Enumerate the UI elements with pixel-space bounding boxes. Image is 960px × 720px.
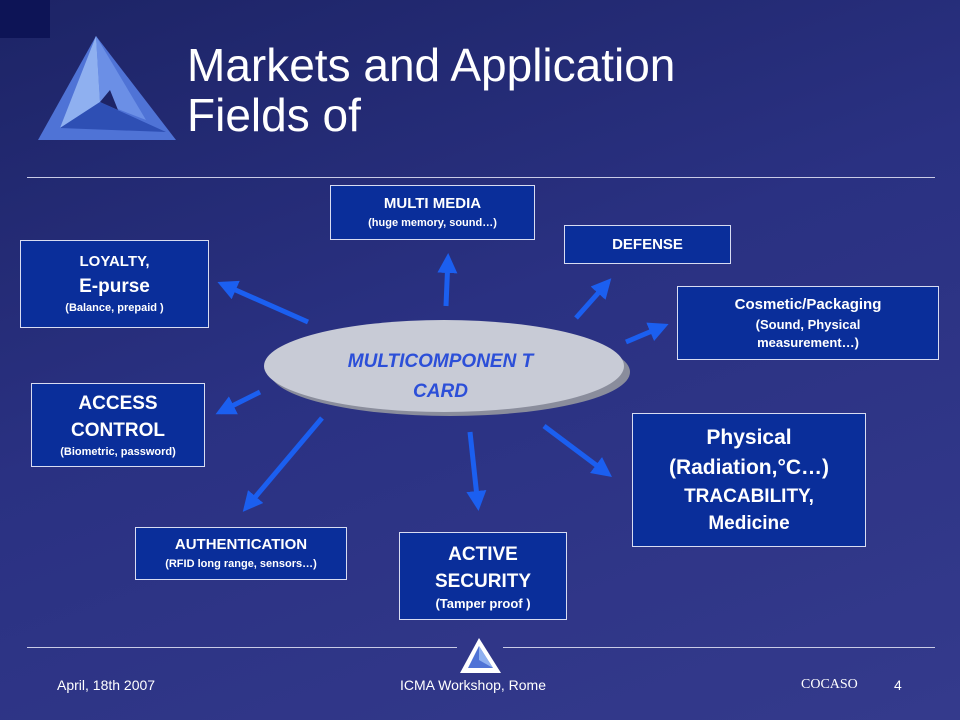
page-title: Markets and Application Fields of (187, 40, 675, 140)
active-security-line-1: ACTIVE (448, 543, 518, 565)
arrow-to-authentication (242, 416, 324, 512)
box-physical: Physical (Radiation,°C…) TRACABILITY, Me… (632, 413, 866, 547)
access-line-2: CONTROL (71, 419, 165, 441)
defense-title: DEFENSE (612, 235, 683, 253)
triangle-logo-icon (38, 36, 176, 140)
arrow-to-active-security (466, 431, 487, 511)
box-access-control: ACCESS CONTROL (Biometric, password) (31, 383, 205, 467)
box-authentication: AUTHENTICATION (RFID long range, sensors… (135, 527, 347, 580)
access-line-1: ACCESS (78, 392, 158, 414)
cosmetic-subtitle-2: measurement…) (757, 335, 859, 350)
footer-event: ICMA Workshop, Rome (400, 677, 547, 693)
physical-line-2: (Radiation,°C…) (668, 456, 830, 479)
box-loyalty: LOYALTY, E-purse (Balance, prepaid ) (20, 240, 209, 328)
authentication-subtitle: (RFID long range, sensors…) (165, 558, 317, 570)
box-defense: DEFENSE (564, 225, 731, 264)
card-line-2: T CARD (413, 351, 534, 402)
loyalty-line-2: E-purse (79, 276, 150, 297)
footer-date: April, 18th 2007 (57, 677, 156, 693)
footer-triangle-logo-icon (460, 638, 501, 673)
arrow-to-physical (542, 424, 612, 477)
active-security-subtitle: (Tamper proof ) (435, 595, 531, 611)
physical-line-3: TRACABILITY, (684, 486, 814, 507)
active-security-line-2: SECURITY (434, 570, 532, 592)
multimedia-subtitle: (huge memory, sound…) (368, 217, 497, 229)
card-line-1: MULTICOMPONEN (347, 351, 517, 372)
footer-brand: COCASO (801, 677, 858, 692)
access-subtitle: (Biometric, password) (60, 445, 176, 458)
physical-line-1: Physical (706, 426, 792, 449)
arrow-to-cosmetic (625, 322, 669, 345)
page-number: 4 (894, 677, 902, 693)
box-active-security: ACTIVE SECURITY (Tamper proof ) (399, 532, 567, 620)
box-multimedia: MULTI MEDIA (huge memory, sound…) (330, 185, 535, 240)
corner-square (0, 0, 50, 38)
top-divider (27, 177, 935, 178)
title-line-2: Fields of (187, 89, 361, 141)
loyalty-subtitle: (Balance, prepaid ) (65, 302, 164, 314)
box-cosmetic: Cosmetic/Packaging (Sound, Physical meas… (677, 286, 939, 360)
arrow-to-access (215, 389, 262, 415)
center-card-label: MULTICOMPONEN T CARD (318, 347, 563, 407)
title-line-1: Markets and Application (187, 39, 676, 91)
arrow-to-multimedia (437, 253, 458, 307)
physical-line-4: Medicine (708, 513, 790, 534)
multimedia-title: MULTI MEDIA (383, 195, 482, 212)
arrow-to-defense (574, 278, 612, 320)
loyalty-line-1: LOYALTY, (79, 253, 150, 270)
arrow-to-loyalty (217, 280, 310, 325)
cosmetic-subtitle-1: (Sound, Physical (755, 317, 861, 332)
bottom-divider-left (27, 647, 457, 648)
authentication-title: AUTHENTICATION (174, 536, 308, 553)
multicomponent-card (264, 320, 630, 416)
cosmetic-title: Cosmetic/Packaging (734, 296, 882, 313)
bottom-divider-right (503, 647, 935, 648)
